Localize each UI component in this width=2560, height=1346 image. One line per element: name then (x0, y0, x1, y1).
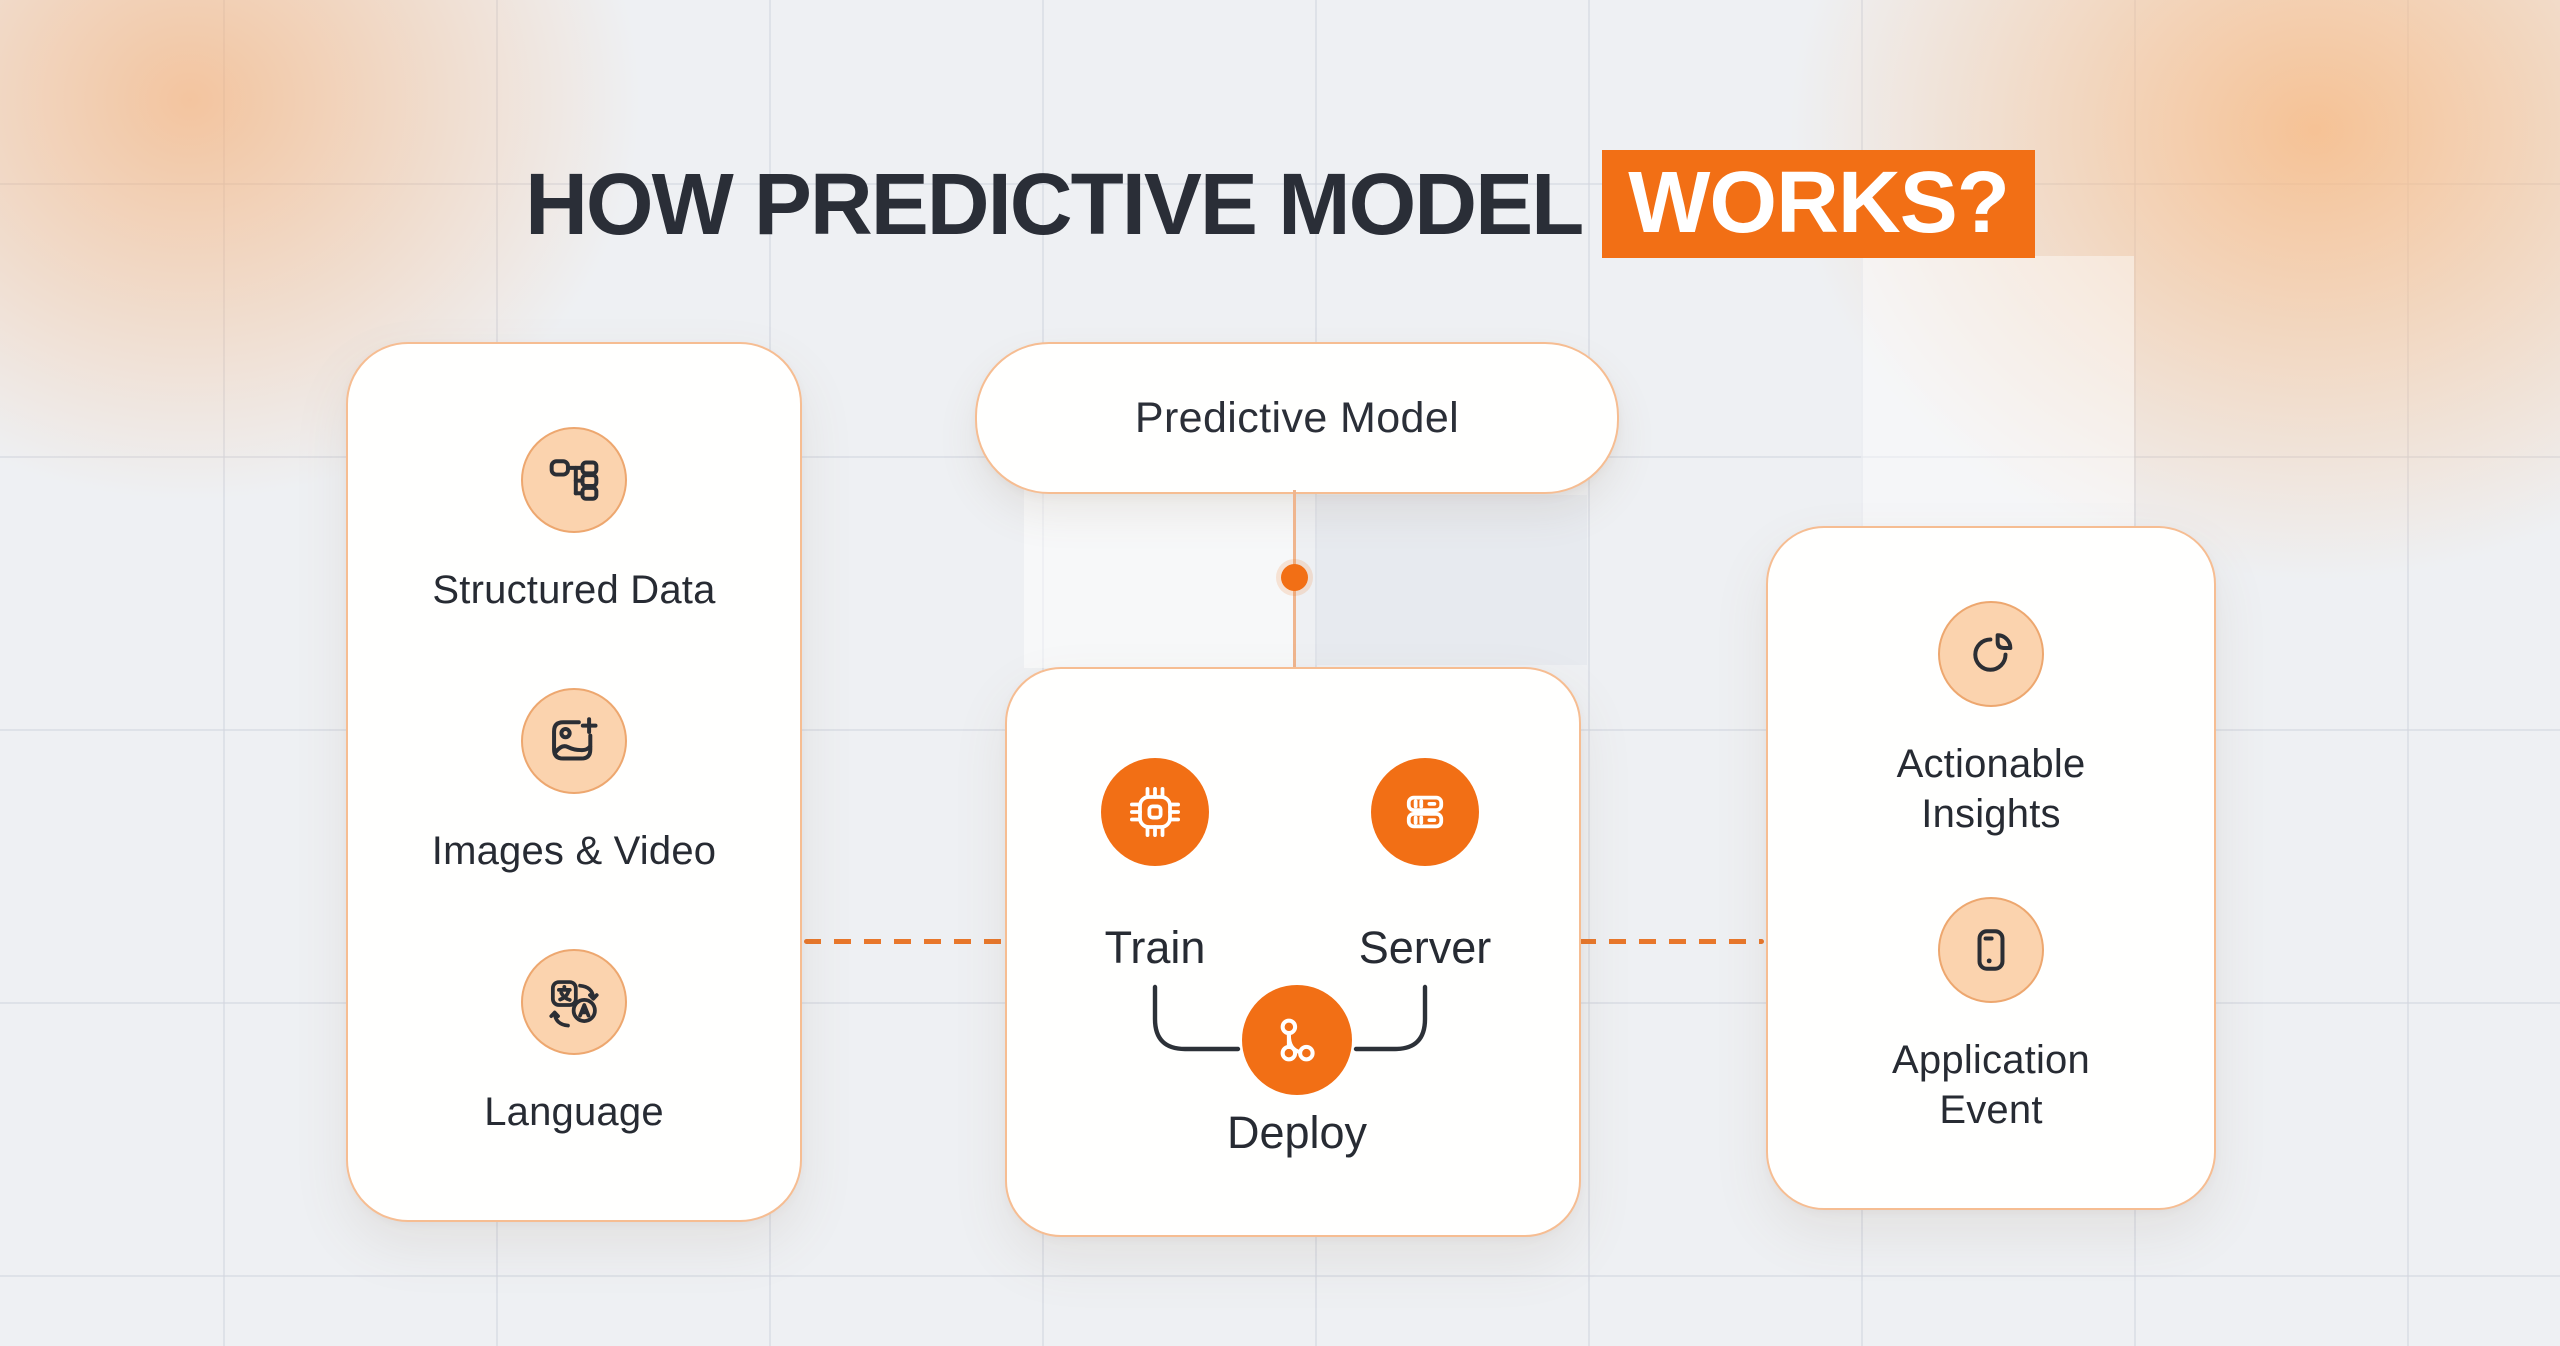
step-label-train: Train (1104, 922, 1206, 973)
smartphone-icon (1937, 896, 2044, 1003)
item-label: Structured Data (432, 568, 716, 612)
list-item-actionable-insights: Actionable Insights (1897, 601, 2086, 839)
item-label: Application Event (1892, 1037, 2090, 1132)
chip-icon (1101, 758, 1209, 866)
inputs-card: Structured Data Images & Video (346, 342, 802, 1222)
item-label: Images & Video (431, 829, 717, 873)
translate-icon (520, 949, 627, 1055)
connector-dot (1281, 564, 1308, 591)
image-plus-icon (521, 688, 627, 794)
list-item-images-video: Images & Video (432, 688, 716, 876)
pill-label: Predictive Model (1134, 393, 1460, 442)
server-icon (1371, 758, 1479, 866)
list-item-application-event: Application Event (1892, 896, 2090, 1135)
deploy-icon (1242, 985, 1352, 1095)
pie-chart-icon (1937, 601, 2044, 708)
pipeline-connector-lines (1152, 984, 1428, 1052)
list-item-language: Language (484, 949, 664, 1137)
page-title: HOW PREDICTIVE MODEL WORKS? (0, 150, 2560, 258)
title-highlight: WORKS? (1602, 150, 2035, 258)
list-item-structured-data: Structured Data (432, 427, 715, 615)
outputs-card: Actionable Insights Application Event (1766, 526, 2216, 1210)
dashed-connector-right (1579, 939, 1764, 944)
sitemap-icon (520, 427, 627, 533)
item-label: Actionable Insights (1896, 742, 2086, 837)
bg-patch (1315, 495, 1587, 665)
step-label-server: Server (1358, 922, 1492, 973)
title-text: HOW PREDICTIVE MODEL (525, 155, 1584, 253)
predictive-model-pill: Predictive Model (975, 342, 1619, 494)
bg-patch (1861, 256, 2134, 529)
corner-glow-right (1790, 0, 2560, 580)
dashed-connector-left (804, 939, 1003, 944)
model-card: Train Server Deploy (1005, 667, 1581, 1237)
step-label-deploy: Deploy (1226, 1107, 1368, 1158)
item-label: Language (484, 1090, 664, 1134)
